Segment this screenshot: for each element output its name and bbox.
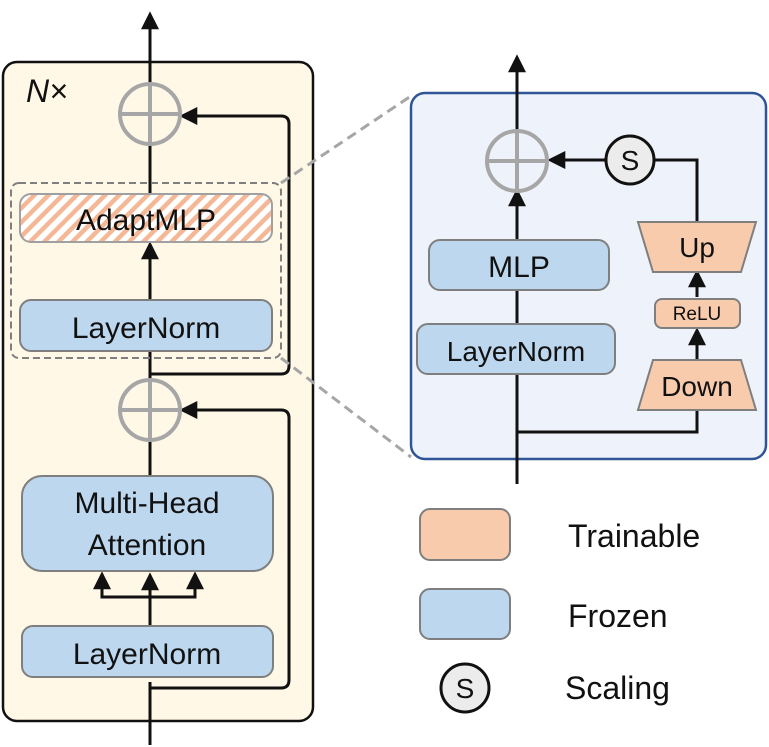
mha-label-line2: Attention — [88, 529, 206, 562]
layernorm-bottom-box — [21, 625, 274, 678]
up-to-scale-line — [655, 158, 699, 222]
relu-label: ReLU — [673, 304, 722, 325]
adapter-dashed-region — [10, 182, 282, 359]
legend-trainable-swatch — [419, 508, 511, 561]
mha-label-line1: Multi-Head — [74, 487, 219, 520]
zoom-line-top — [280, 94, 412, 185]
down-label: Down — [661, 371, 733, 402]
layernorm-top-box — [19, 299, 273, 352]
zoom-line-bottom — [280, 356, 412, 459]
residual-2 — [150, 107, 291, 376]
legend-scaling-label: Scaling — [565, 670, 670, 706]
layernorm-bottom-label: LayerNorm — [73, 638, 221, 671]
mha-box — [21, 475, 274, 572]
up-projection-trapezoid — [636, 221, 758, 273]
detail-mlp-box — [428, 239, 610, 291]
residual-1 — [150, 401, 291, 690]
scale-node-label: S — [621, 145, 640, 176]
detail-layernorm-label: LayerNorm — [447, 336, 585, 367]
legend-frozen-label: Frozen — [568, 598, 668, 634]
detail-mlp-label: MLP — [488, 251, 550, 284]
scale-node — [604, 134, 656, 186]
adaptmlp-box — [19, 193, 273, 243]
add-node-upper — [118, 82, 182, 146]
branch-line — [517, 410, 699, 434]
down-projection-trapezoid — [636, 359, 758, 411]
detail-add-node — [485, 129, 549, 193]
up-label: Up — [679, 232, 715, 263]
legend-frozen-swatch — [419, 588, 511, 640]
legend-scaling-symbol: S — [456, 673, 475, 704]
relu-box — [654, 298, 741, 329]
repeat-label: N× — [26, 73, 68, 109]
add-node-lower — [118, 378, 182, 442]
detail-layernorm-box — [416, 323, 616, 375]
adaptmlp-label: AdaptMLP — [76, 204, 216, 237]
encoder-block — [1, 60, 315, 723]
legend-trainable-label: Trainable — [568, 518, 700, 554]
legend-scaling-icon — [439, 662, 491, 714]
layernorm-top-label: LayerNorm — [72, 312, 220, 345]
